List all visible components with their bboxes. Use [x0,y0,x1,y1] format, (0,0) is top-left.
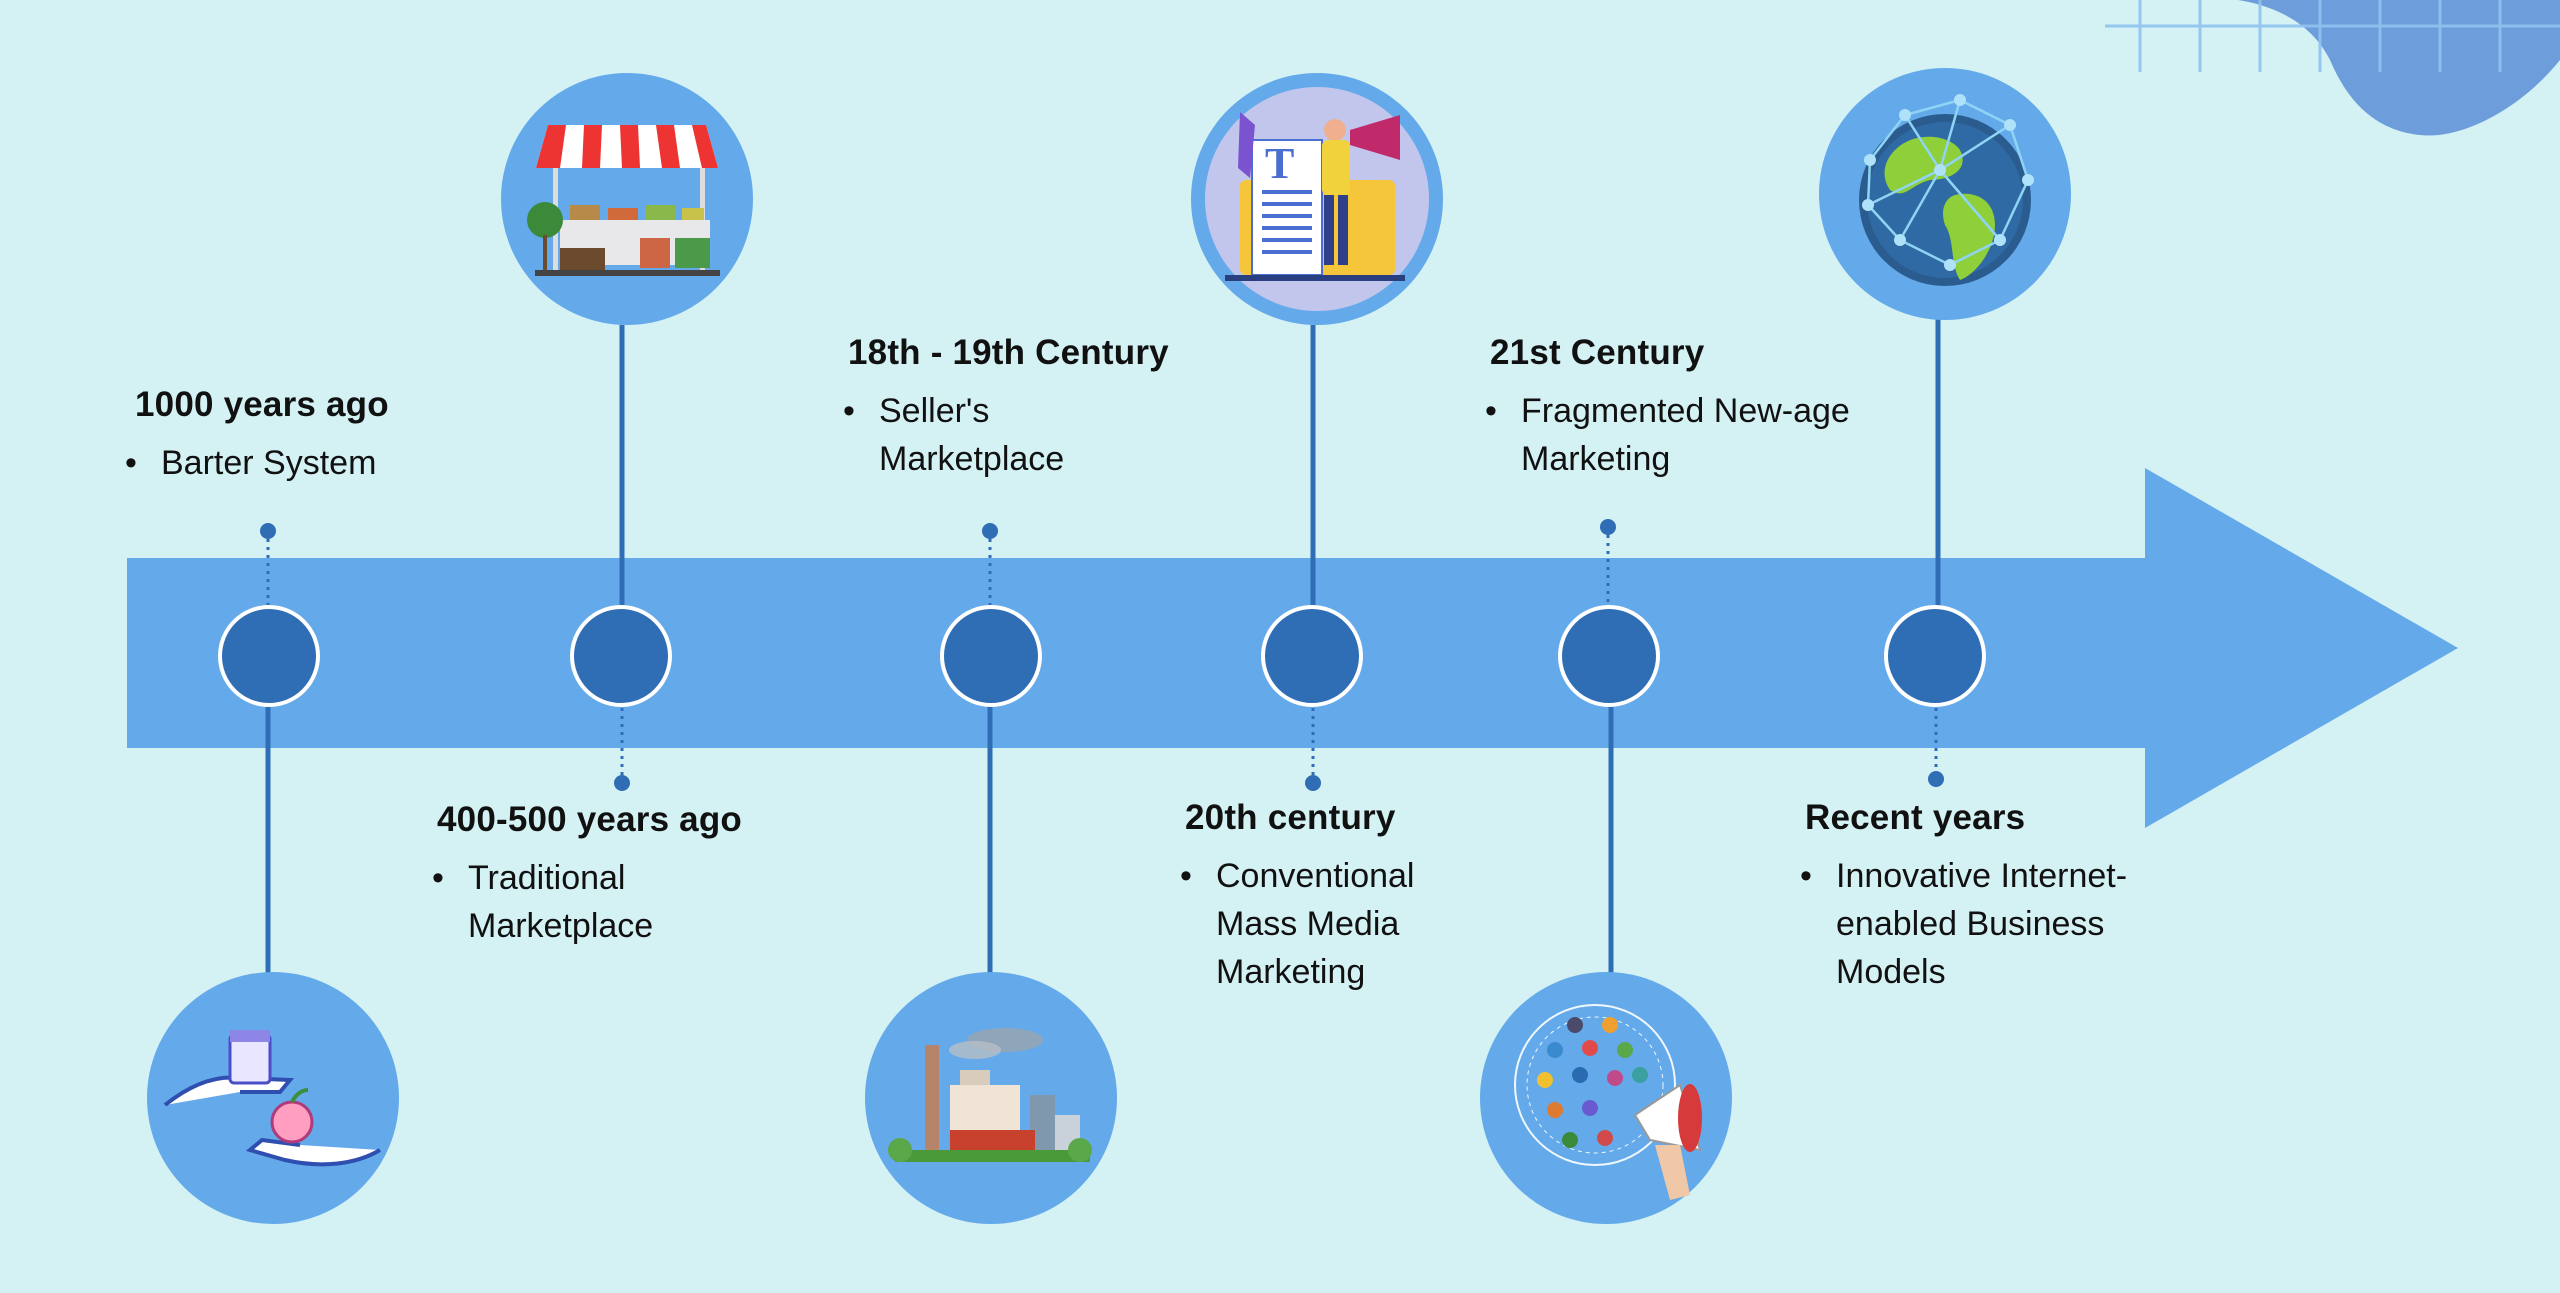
era-bullet: Fragmented New-age Marketing [1485,387,1851,483]
timeline-node-barter [218,605,320,707]
era-bullet: Conventional Mass Media Marketing [1180,852,1455,996]
hands-exchange-icon [147,972,399,1224]
timeline-node-mass-media [1261,605,1363,707]
era-mass-media: 20th century Conventional Mass Media Mar… [1180,798,1455,996]
era-barter: 1000 years ago Barter System [125,385,495,487]
era-title: 400-500 years ago [437,800,743,839]
era-recent: Recent years Innovative Internet-enabled… [1800,798,2185,996]
timeline-node-traditional [570,605,672,707]
network-globe-icon [1819,68,2071,320]
era-title: 18th - 19th Century [848,333,1169,372]
timeline-node-fragmented [1558,605,1660,707]
digital-megaphone-icon [1480,972,1732,1224]
timeline-node-recent [1884,605,1986,707]
megaphone-man-icon: T [1191,73,1443,325]
era-title: Recent years [1805,798,2026,837]
decorative-corner [2105,0,2560,136]
era-title: 1000 years ago [135,385,389,424]
market-stall-icon [501,73,753,325]
era-traditional: 400-500 years ago Traditional Marketplac… [432,800,743,950]
timeline-node-sellers [940,605,1042,707]
connector-dots [260,519,1944,791]
svg-text:T: T [1265,139,1294,188]
era-fragmented: 21st Century Fragmented New-age Marketin… [1485,333,1860,483]
era-bullet: Traditional Marketplace [432,854,737,950]
timeline-arrow [127,468,2458,828]
era-title: 20th century [1185,798,1396,837]
era-bullet: Innovative Internet-enabled Business Mod… [1800,852,2186,996]
era-sellers: 18th - 19th Century Seller's Marketplace [843,333,1169,483]
icon-connectors [265,315,1941,975]
era-bullet: Seller's Marketplace [843,387,1108,483]
label-connectors [266,527,1938,782]
era-bullet: Barter System [125,439,495,487]
era-title: 21st Century [1490,333,1705,372]
factory-icon [865,972,1117,1224]
